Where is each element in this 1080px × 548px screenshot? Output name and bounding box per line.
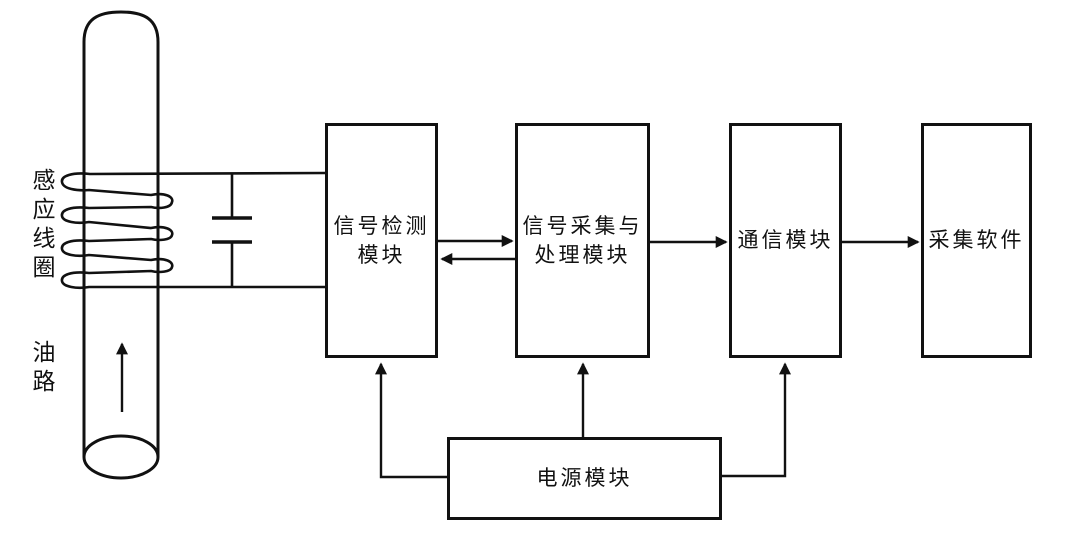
induction-coil (60, 171, 327, 290)
pipe-label: 油 路 (32, 340, 56, 394)
module-power-label: 电源模块 (536, 466, 633, 490)
module-software: 采集软件 (921, 123, 1032, 358)
module-signal-detection: 信号检测 模块 (325, 123, 438, 358)
power-to-detection (375, 362, 447, 479)
module-communication-label: 通信模块 (737, 228, 834, 252)
module-acquisition-processing-label: 信号采集与 处理模块 (522, 213, 643, 267)
oil-pipe (82, 10, 160, 480)
coil-label: 感 应 线 圈 (32, 168, 56, 280)
module-software-label: 采集软件 (928, 228, 1025, 252)
module-communication: 通信模块 (729, 123, 842, 358)
capacitor (212, 173, 252, 287)
module-signal-detection-label: 信号检测 模块 (333, 213, 430, 267)
module-acquisition-processing: 信号采集与 处理模块 (515, 123, 650, 358)
signal-arrows (438, 235, 920, 265)
power-to-communication (722, 362, 791, 478)
module-power: 电源模块 (447, 437, 722, 520)
power-lines (375, 362, 791, 479)
